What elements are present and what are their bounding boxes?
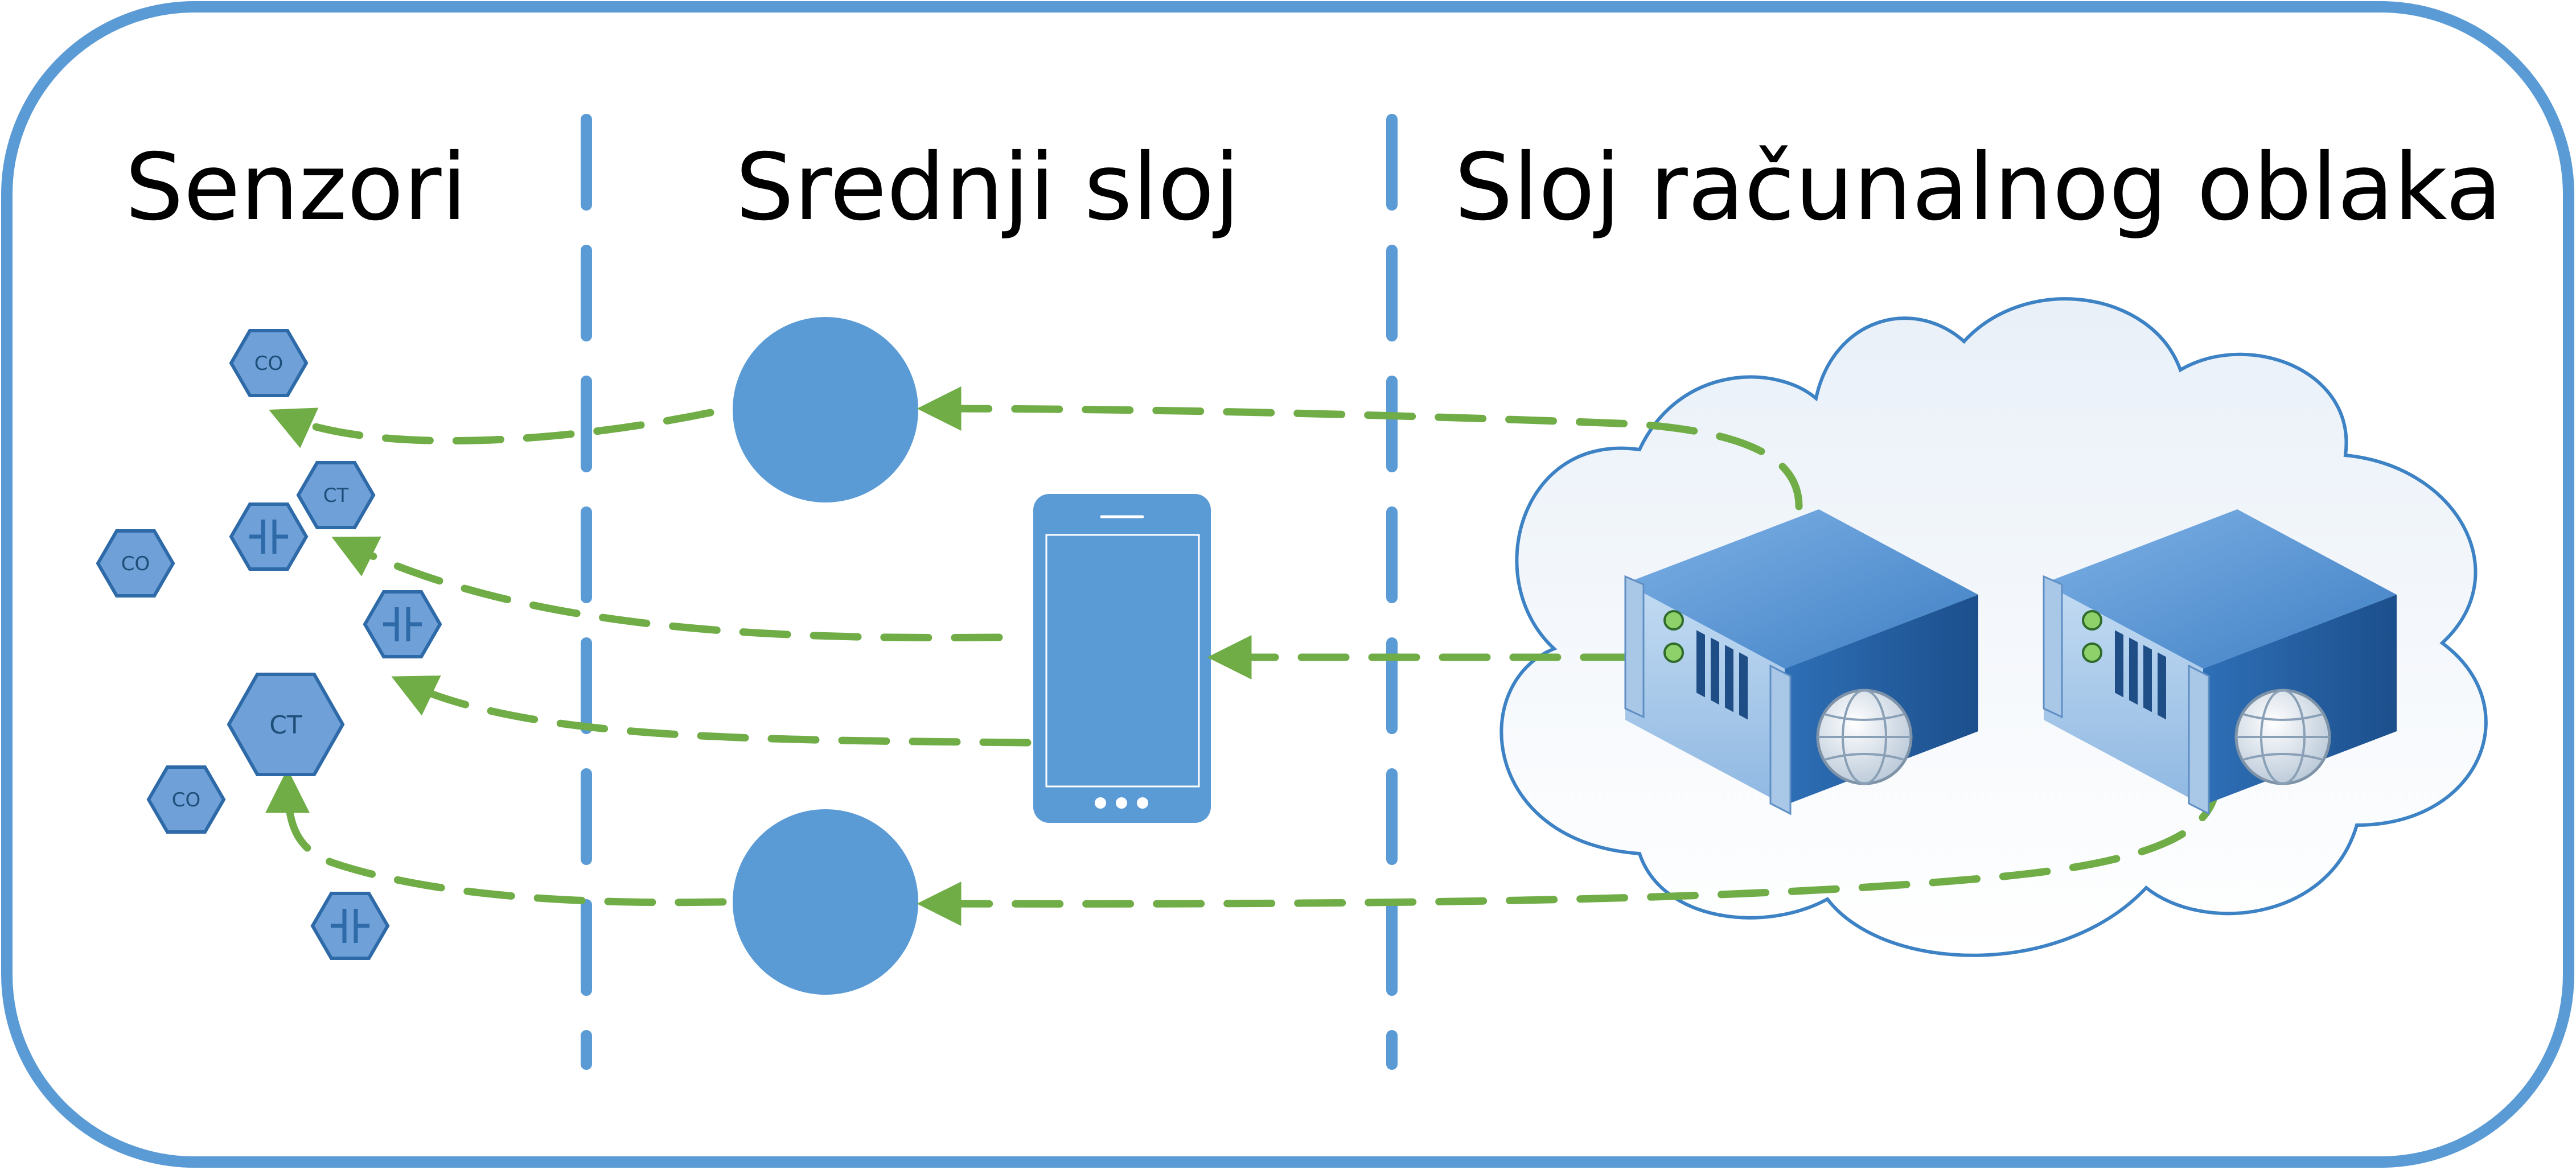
sensor-label: CO (172, 789, 201, 811)
globe-icon (1816, 689, 1913, 785)
flow-server-right-to-node-bottom (917, 773, 2221, 926)
sensor-co-1: CO (229, 329, 309, 397)
lane-title-cloud: Sloj računalnog oblaka (1455, 134, 2503, 241)
flow-smartphone-to-sensor-capacitor (391, 675, 1032, 747)
server-top-face (2044, 509, 2397, 669)
capacitor-icon (383, 607, 422, 641)
sensor-co-2: CO (96, 529, 175, 598)
server-right (2043, 509, 2397, 815)
sensor-ct-1: CT (296, 461, 376, 529)
globe-icon (2234, 689, 2331, 785)
cloud-shape (1499, 297, 2488, 957)
middle-node-bottom (733, 809, 918, 995)
lane-title-sensors: Senzori (125, 134, 467, 241)
server-left (1624, 509, 1978, 815)
flow-server-left-to-node-top (917, 386, 1803, 510)
sensor-label: CO (254, 352, 284, 375)
middle-node-top (733, 317, 918, 502)
sensor-label: CT (323, 484, 349, 507)
sensor-label: CT (269, 711, 302, 740)
capacitor-icon (331, 909, 369, 943)
lane-title-middle: Srednji sloj (736, 134, 1240, 241)
smartphone-icon (1033, 494, 1211, 823)
sensor-capacitor-1 (229, 502, 309, 571)
sensor-label: CO (121, 553, 150, 575)
sensor-capacitor-3 (310, 892, 390, 960)
data-flows (265, 386, 2221, 926)
sensor-co-3: CO (146, 765, 226, 834)
flow-node-bottom-to-sensor-ct (265, 768, 727, 907)
server-top-face (1625, 509, 1978, 669)
flow-smartphone-to-sensor-ct (331, 536, 1003, 642)
capacitor-icon (249, 520, 288, 554)
sensor-capacitor-2 (363, 590, 442, 658)
sensor-ct-2: CT (227, 673, 345, 776)
flow-node-top-to-sensor-co (269, 407, 714, 448)
